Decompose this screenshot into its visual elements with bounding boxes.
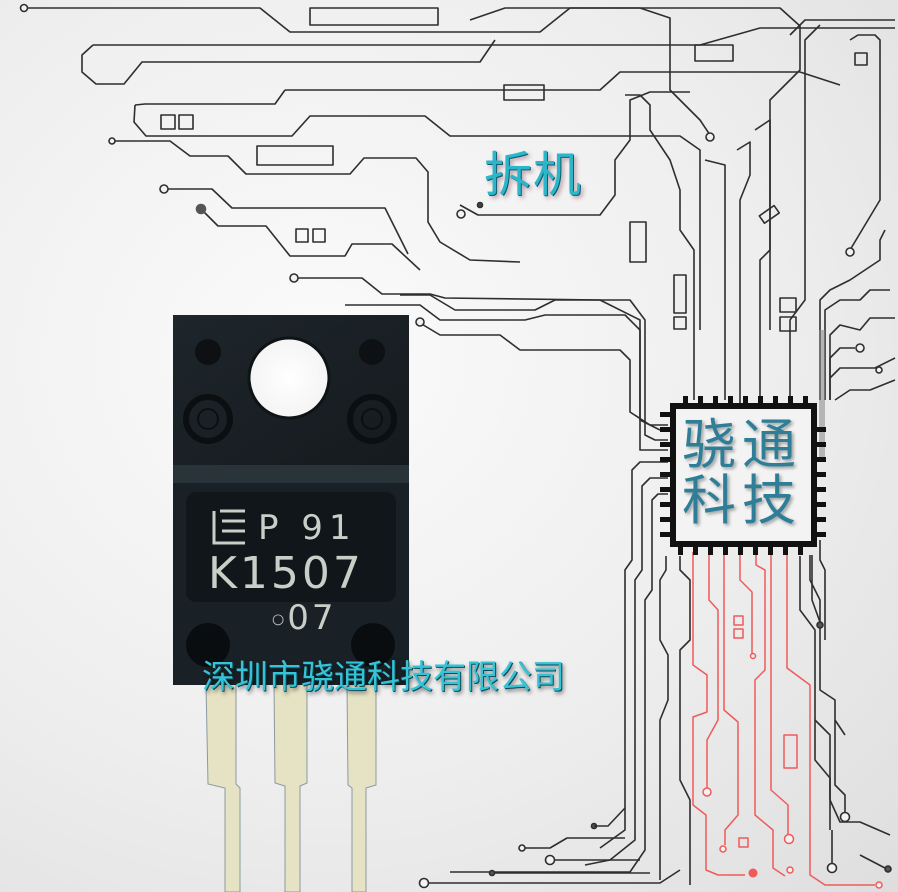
chip-char-1: 骁: [682, 413, 736, 476]
company-name-watermark: 深圳市骁通科技有限公司: [202, 657, 565, 696]
transistor-marking-line2: K1507: [208, 548, 364, 599]
marking-line3-text: 07: [287, 598, 337, 638]
dark-circuit-traces: [19, 3, 896, 889]
disassembly-title: 拆机: [484, 147, 583, 203]
chip-char-3: 科: [682, 469, 736, 532]
ic-chip: [660, 396, 826, 555]
transistor-marking-line1: P 91: [258, 508, 357, 548]
transistor-marking-line3: ○07: [272, 598, 337, 638]
chip-char-4: 技: [742, 469, 796, 532]
chip-char-2: 通: [742, 413, 796, 476]
manufacturer-logo-icon: [212, 509, 245, 545]
red-circuit-traces: [692, 552, 883, 889]
transistor-component: [173, 315, 409, 892]
